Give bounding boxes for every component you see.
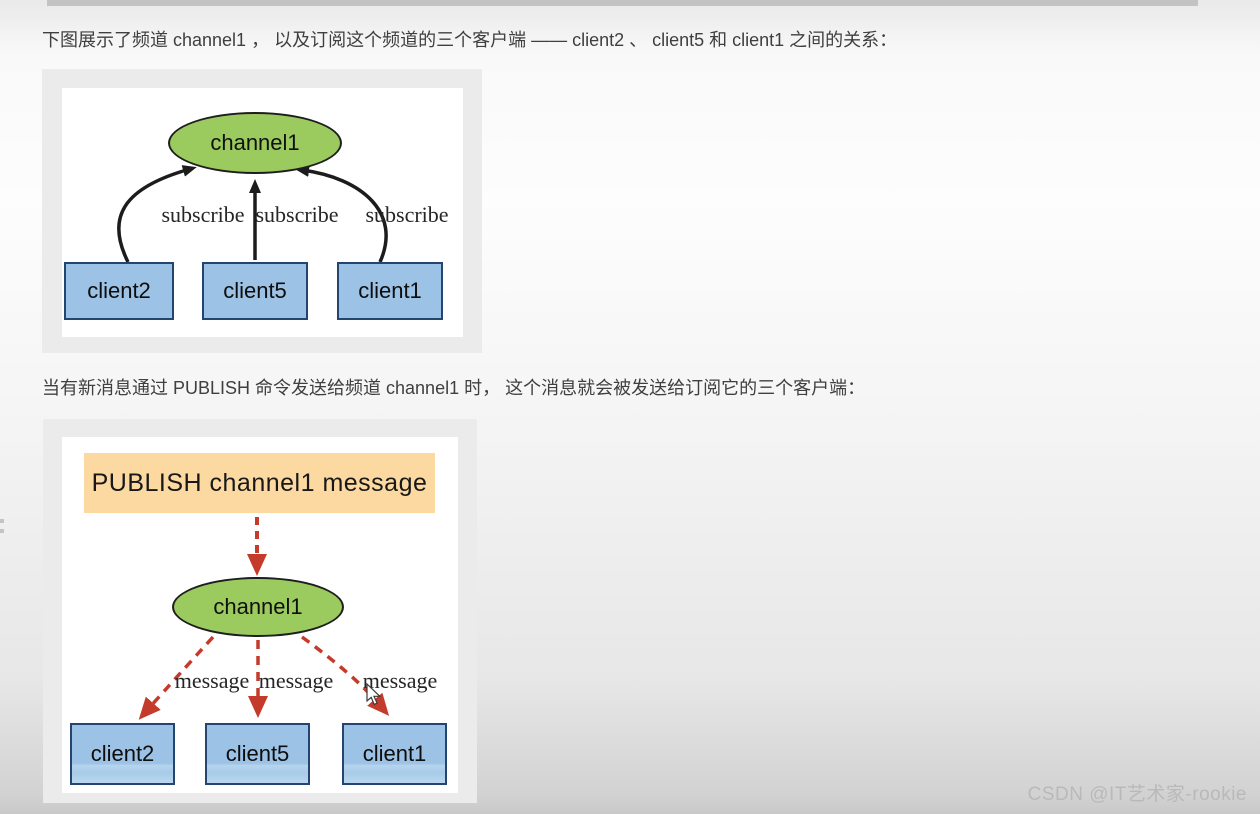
publish-command-label: PUBLISH channel1 message xyxy=(91,468,428,497)
left-edge-artifact-2 xyxy=(0,529,4,533)
figure-publish-diagram: PUBLISH channel1 message channel1 messag… xyxy=(43,419,477,803)
watermark: CSDN @IT艺术家-rookie xyxy=(1027,784,1247,805)
mouse-cursor-icon xyxy=(366,683,382,706)
message-arrows xyxy=(138,517,390,720)
top-divider-bar xyxy=(47,0,1198,6)
client5-node-2-label: client5 xyxy=(225,741,290,766)
publish-command-node: PUBLISH channel1 message xyxy=(84,453,435,513)
client5-node-2: client5 xyxy=(205,723,310,785)
figure-subscribe-diagram: channel1 subscribe subscribe subscribe c… xyxy=(42,69,482,353)
paragraph-publish-intro: 当有新消息通过 PUBLISH 命令发送给频道 channel1 时， 这个消息… xyxy=(42,378,866,398)
subscribe-arrow-client1 xyxy=(295,164,388,263)
client5-node-label: client5 xyxy=(223,278,287,303)
channel-node: channel1 xyxy=(168,112,342,174)
client2-node: client2 xyxy=(64,262,174,320)
client5-node: client5 xyxy=(202,262,308,320)
channel-node-2: channel1 xyxy=(172,577,344,637)
client2-node-2: client2 xyxy=(70,723,175,785)
message-arrow-client2 xyxy=(138,635,215,720)
client1-node: client1 xyxy=(337,262,443,320)
channel-node-2-label: channel1 xyxy=(213,594,303,619)
message-edge-label-1: message xyxy=(174,668,250,693)
client1-node-2: client1 xyxy=(342,723,447,785)
publish-diagram-canvas: PUBLISH channel1 message channel1 messag… xyxy=(62,437,458,793)
subscribe-edge-label-2: subscribe xyxy=(255,202,339,227)
client1-node-label: client1 xyxy=(358,278,422,303)
client2-node-2-label: client2 xyxy=(90,741,155,766)
message-edge-label-2: message xyxy=(258,668,334,693)
subscribe-edge-label-3: subscribe xyxy=(365,202,449,227)
subscribe-arrows xyxy=(117,164,388,263)
subscribe-edge-label-1: subscribe xyxy=(161,202,245,227)
subscribe-arrow-client2 xyxy=(117,165,197,263)
left-edge-artifact-1 xyxy=(0,519,4,523)
subscribe-diagram-canvas: channel1 subscribe subscribe subscribe c… xyxy=(62,88,463,337)
client1-node-2-label: client1 xyxy=(362,741,427,766)
client2-node-label: client2 xyxy=(87,278,151,303)
paragraph-subscribe-intro: 下图展示了频道 channel1 ， 以及订阅这个频道的三个客户端 —— cli… xyxy=(42,30,898,50)
channel-node-label: channel1 xyxy=(210,130,300,155)
message-edge-label-3: message xyxy=(362,668,438,693)
